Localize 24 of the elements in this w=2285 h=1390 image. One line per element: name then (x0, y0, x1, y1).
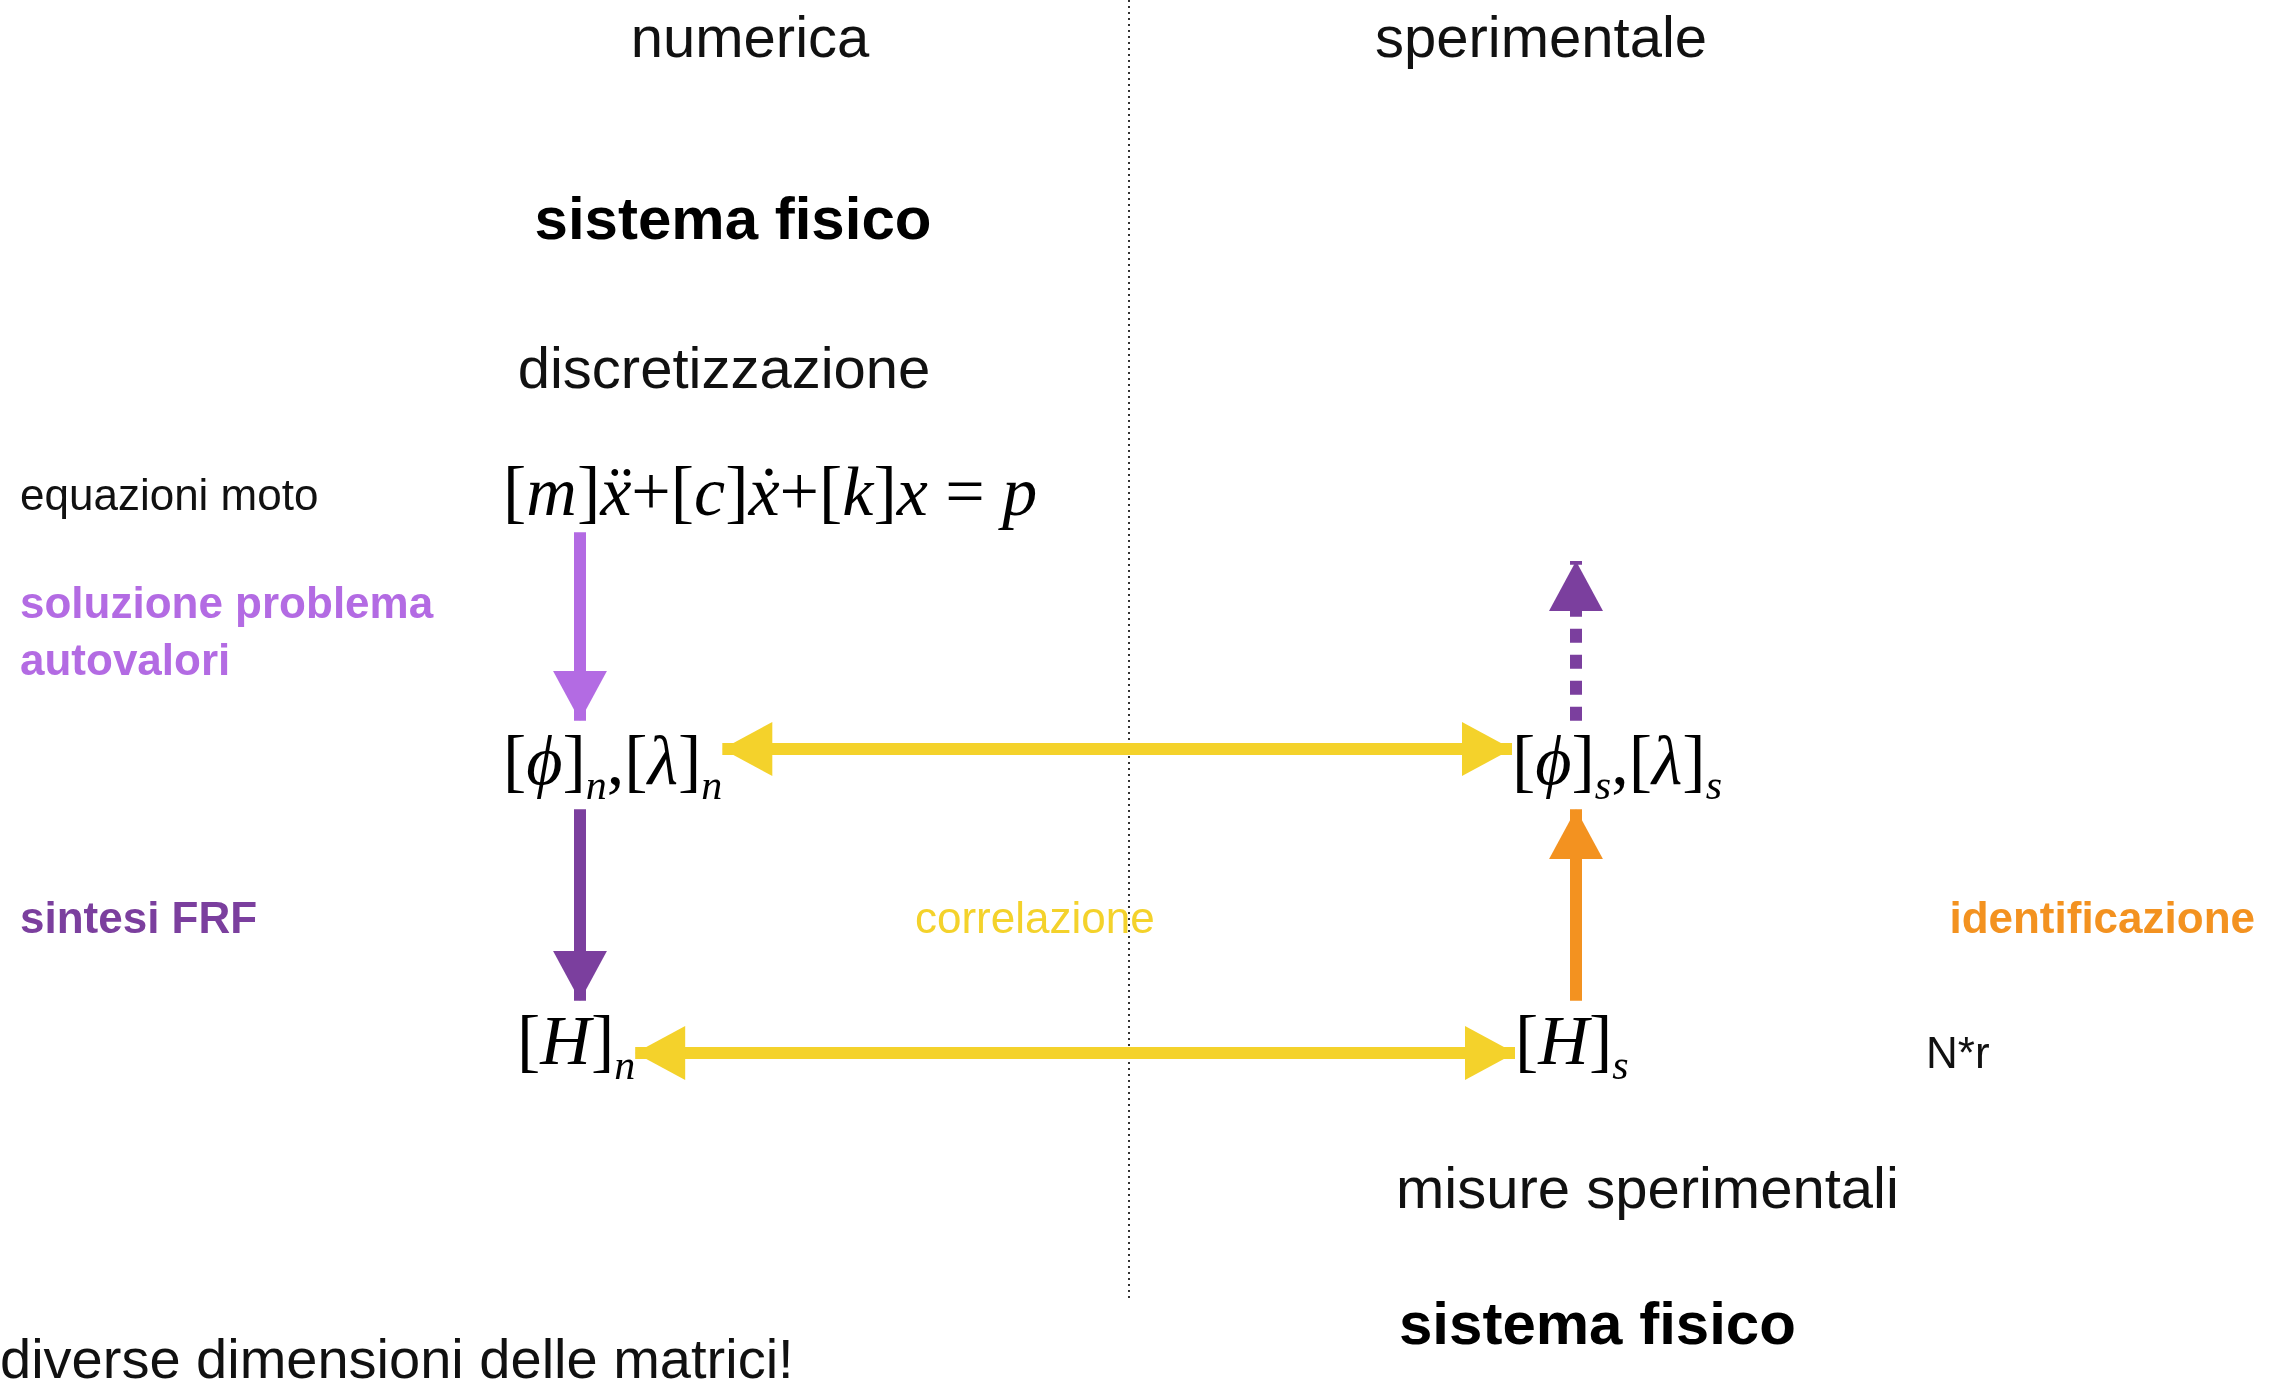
step-label: misure sperimentali (1396, 1153, 1899, 1221)
formula-text: [ϕ]$_{s}$,[λ]$_{s}$ (1512, 720, 1723, 810)
formula-text: [H]$_{s}$ (1515, 1000, 1629, 1090)
heading: sistema fisico (1399, 1288, 1796, 1358)
dimension-note: N*r (1926, 1028, 1990, 1078)
formula-text: [H]$_{n}$ (517, 1000, 636, 1090)
formula-text: [m]ẍ+[c]ẋ+[k]x = p (503, 451, 1038, 533)
column-heading: numerica (630, 2, 870, 70)
dashed-arrow (1549, 561, 1603, 721)
arrow (1549, 809, 1603, 1001)
double-arrow (635, 1026, 1515, 1080)
arrow (553, 532, 607, 721)
column-heading: sperimentale (1374, 2, 1708, 70)
step-label: sintesi FRF (20, 893, 258, 943)
step-label: identificazione (1949, 893, 2255, 943)
double-arrow (722, 722, 1512, 776)
arrow (553, 809, 607, 1001)
heading: sistema fisico (534, 183, 932, 253)
step-label: discretizzazione (517, 333, 931, 401)
step-label: correlazione (915, 893, 1155, 943)
formula-text: [ϕ]$_{n}$,[λ]$_{n}$ (503, 720, 723, 810)
row-label: equazioni moto (20, 470, 319, 520)
step-label: soluzione problema autovalori (20, 576, 435, 686)
note: diverse dimensioni delle matrici! (0, 1325, 794, 1390)
